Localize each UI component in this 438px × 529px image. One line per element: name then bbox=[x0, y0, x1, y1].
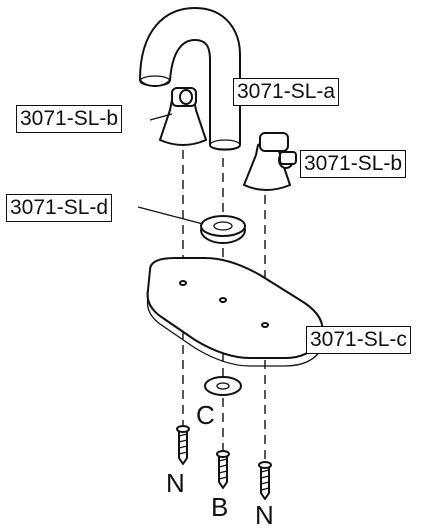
left-handle-part bbox=[159, 87, 207, 146]
right-handle-part bbox=[243, 132, 297, 191]
deck-plate-label: 3071-SL-c bbox=[306, 326, 411, 354]
spout-part bbox=[139, 7, 241, 151]
spout-label: 3071-SL-a bbox=[233, 78, 340, 106]
washer-part bbox=[204, 376, 242, 396]
left-screw-letter: N bbox=[166, 468, 185, 498]
center-screw-letter: B bbox=[211, 492, 229, 522]
right-screw-part bbox=[258, 461, 272, 500]
left-screw-part bbox=[176, 425, 190, 465]
deck-plate-part bbox=[146, 257, 324, 367]
center-screw-part bbox=[216, 450, 230, 489]
gasket-part bbox=[200, 215, 246, 244]
right-handle-label: 3071-SL-b bbox=[300, 150, 407, 178]
gasket-label: 3071-SL-d bbox=[6, 194, 113, 222]
left-handle-label: 3071-SL-b bbox=[16, 105, 123, 133]
leader-lines bbox=[137, 113, 204, 225]
right-screw-letter: N bbox=[255, 500, 274, 529]
washer-letter: C bbox=[196, 400, 215, 430]
